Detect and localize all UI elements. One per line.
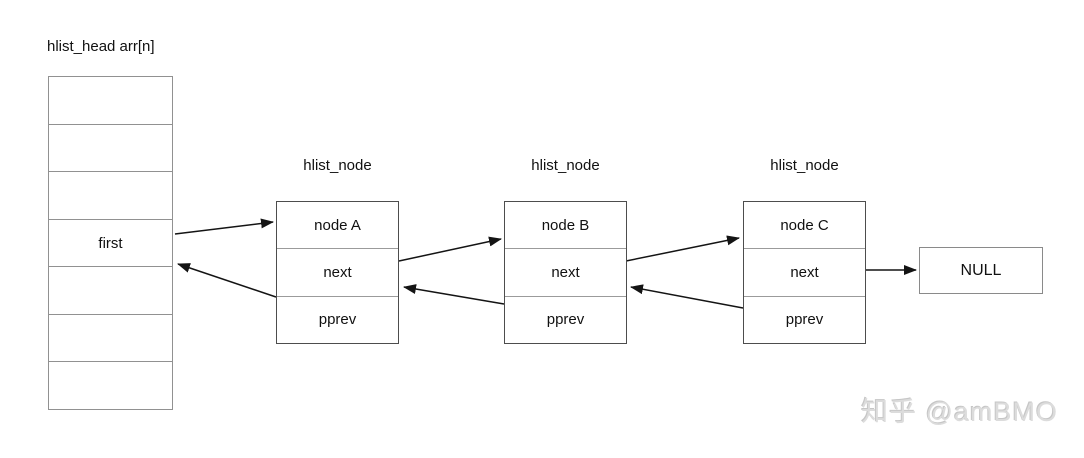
null-box: NULL	[919, 247, 1043, 294]
node-a-box: node A next pprev	[276, 201, 399, 344]
node-c-value-row: node C	[744, 202, 865, 250]
arrow-node-a-next-to-node-b	[398, 236, 502, 262]
array-label: hlist_head arr[n]	[47, 38, 155, 55]
node-a-next-row: next	[277, 249, 398, 297]
node-b-value-row: node B	[505, 202, 626, 250]
array-cell-5	[49, 315, 172, 363]
node-a-value-row: node A	[277, 202, 398, 250]
node-c-title: hlist_node	[770, 157, 839, 174]
null-label: NULL	[960, 261, 1002, 279]
arrow-node-b-next-to-node-c	[625, 235, 740, 262]
array-cell-first: first	[49, 220, 172, 268]
node-c-box: node C next pprev	[743, 201, 866, 344]
arrow-node-a-pprev-to-first	[177, 263, 277, 298]
node-a-title: hlist_node	[303, 157, 372, 174]
array-cell-2	[49, 172, 172, 220]
array-cell-1	[49, 125, 172, 173]
hlist-head-array: first	[48, 76, 173, 410]
array-cell-4	[49, 267, 172, 315]
node-b-pprev-row: pprev	[546, 311, 585, 329]
node-a-pprev-row: pprev	[318, 311, 357, 329]
arrow-node-c-pprev-to-node-b	[630, 284, 744, 309]
node-b-title: hlist_node	[531, 157, 600, 174]
node-b-next-row: next	[505, 249, 626, 297]
node-b-box: node B next pprev	[504, 201, 627, 344]
node-c-pprev-row: pprev	[785, 311, 824, 329]
node-c-next-row: next	[744, 249, 865, 297]
array-cell-6	[49, 362, 172, 409]
watermark: 知乎 @amBMO	[861, 397, 1058, 427]
arrow-first-to-node-a	[174, 218, 274, 235]
arrow-node-b-pprev-to-node-a	[403, 284, 505, 305]
array-cell-0	[49, 77, 172, 125]
